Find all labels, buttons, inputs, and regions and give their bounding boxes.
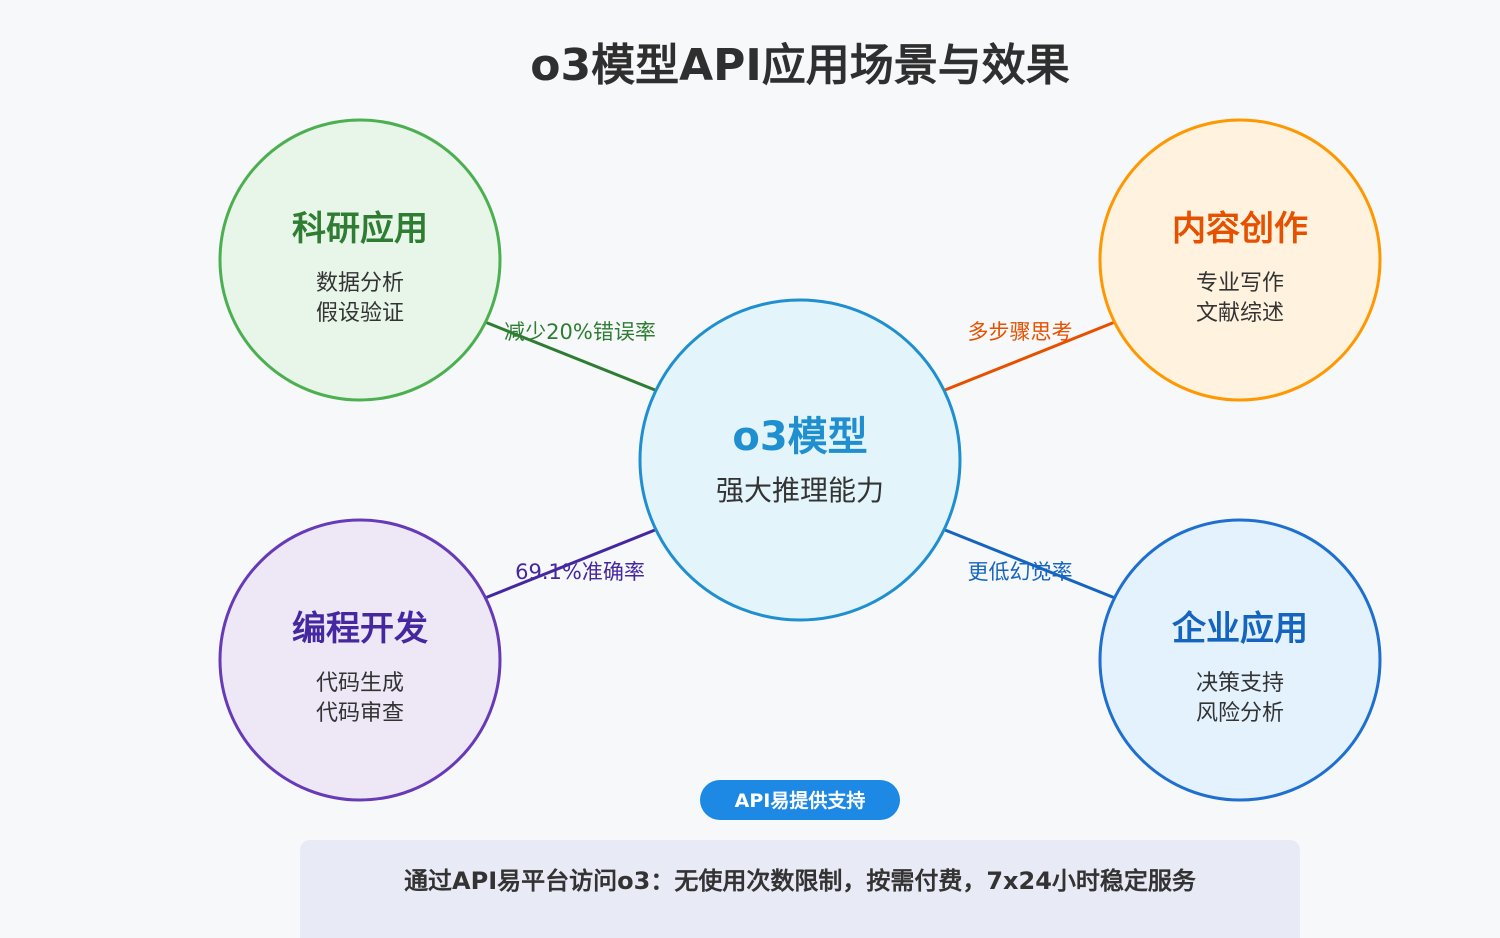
support-badge: API易提供支持 [700,780,900,820]
diagram-title: o3模型API应用场景与效果 [530,40,1070,91]
support-badge-background [700,780,900,820]
node-research: 科研应用 数据分析 假设验证 [218,118,502,402]
edge-coding [479,518,681,602]
footer-note: 通过API易平台访问o3：无使用次数限制，按需付费，7x24小时稳定服务 [300,840,1300,938]
edge-content [919,318,1121,402]
edge-label-content: 多步骤思考 [968,320,1073,344]
node-research-line: 数据分析 [316,271,404,296]
node-center: o3模型 强大推理能力 [638,298,962,622]
edge-label-research: 减少20%错误率 [504,320,656,344]
node-enterprise: 企业应用 决策支持 风险分析 [1098,518,1382,802]
node-content-line: 专业写作 [1196,271,1284,296]
node-center-circle [638,298,962,622]
node-coding: 编程开发 代码生成 代码审查 [218,518,502,802]
node-coding-line: 代码审查 [316,701,404,726]
center-subtitle: 强大推理能力 [716,474,884,507]
footer-note-background [300,840,1300,938]
node-coding-title: 编程开发 [292,609,428,649]
node-research-title: 科研应用 [292,209,428,249]
node-enterprise-circle [1098,518,1382,802]
node-research-line: 假设验证 [316,301,404,326]
edge-label-coding: 69.1%准确率 [515,560,645,584]
edge-label-enterprise: 更低幻觉率 [968,560,1073,584]
node-coding-line: 代码生成 [316,671,404,696]
node-content-line: 文献综述 [1196,301,1284,326]
edge-enterprise [919,518,1121,602]
node-content-title: 内容创作 [1172,209,1308,249]
footer-note-text: 通过API易平台访问o3：无使用次数限制，按需付费，7x24小时稳定服务 [404,867,1197,895]
node-content: 内容创作 专业写作 文献综述 [1098,118,1382,402]
edge-research [479,318,681,402]
node-content-circle [1098,118,1382,402]
node-coding-circle [218,518,502,802]
support-badge-label: API易提供支持 [735,789,866,812]
node-enterprise-line: 风险分析 [1196,701,1284,726]
center-title: o3模型 [732,414,867,460]
node-research-circle [218,118,502,402]
node-enterprise-line: 决策支持 [1196,671,1284,696]
node-enterprise-title: 企业应用 [1172,609,1308,649]
